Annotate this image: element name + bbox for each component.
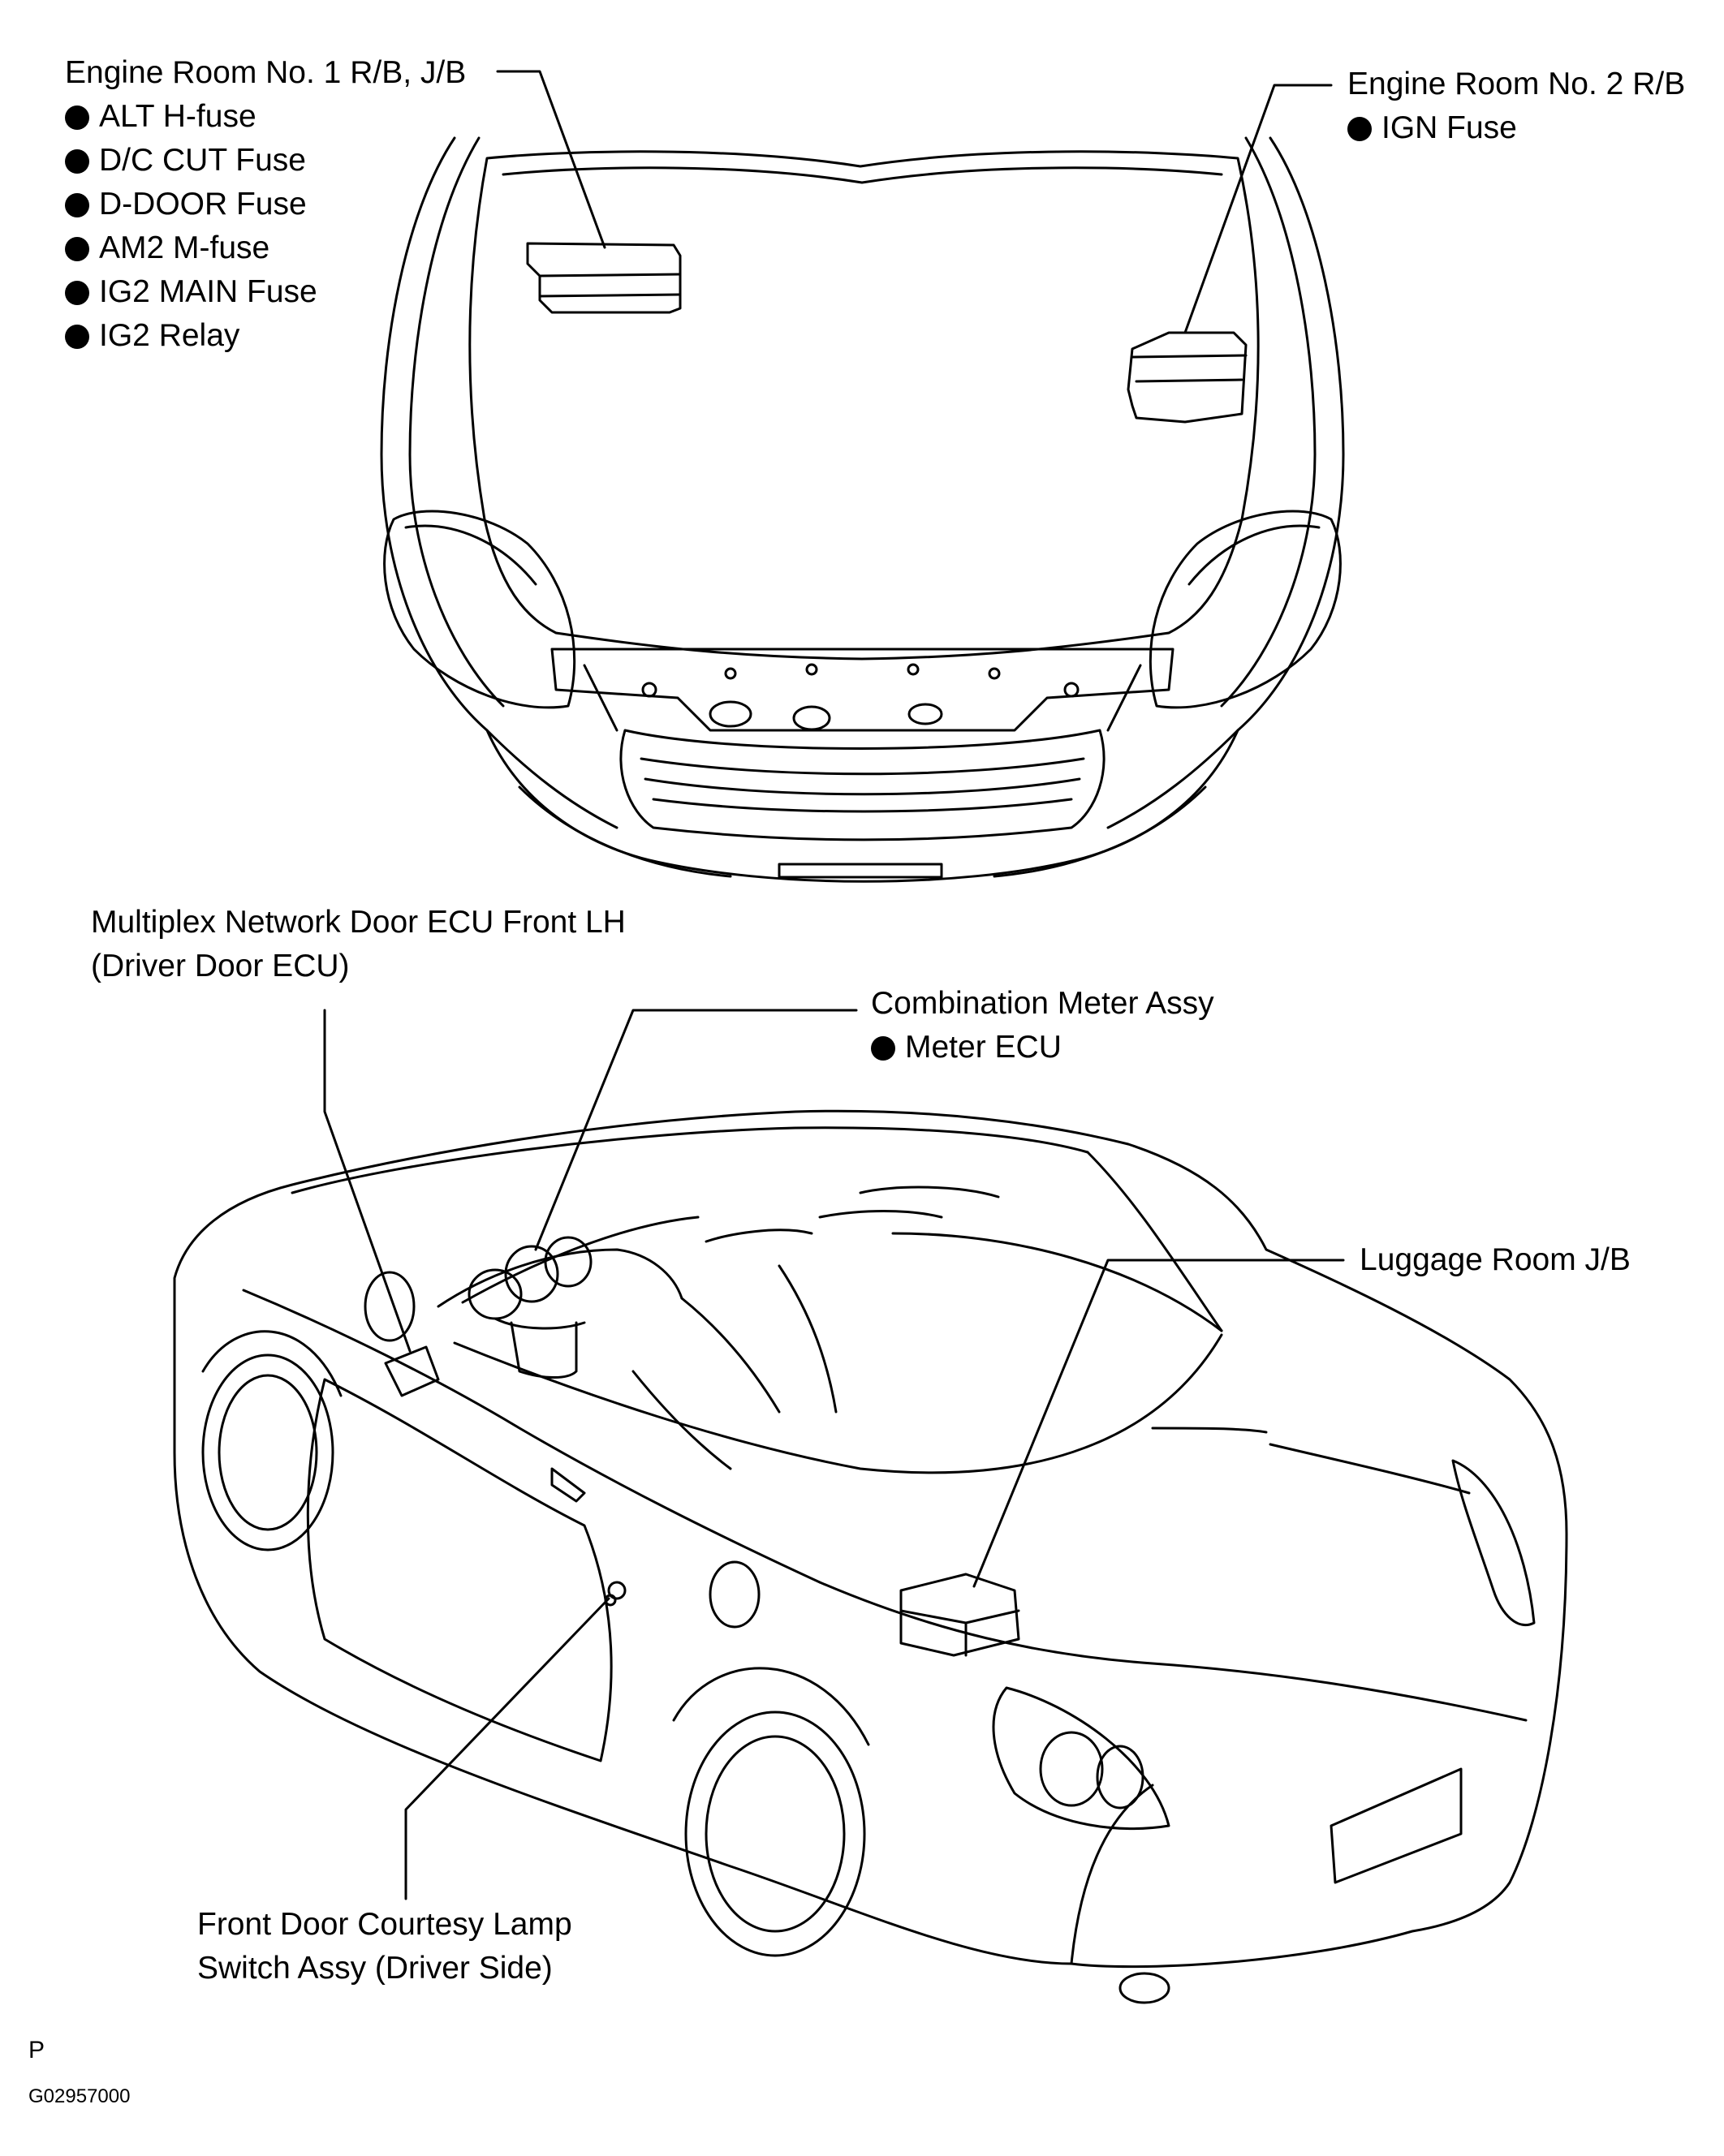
- bullet-icon: [65, 193, 89, 217]
- relay-block-1-shape: [526, 242, 682, 314]
- left-headlight: [383, 510, 576, 709]
- right-headlight: [1149, 510, 1342, 709]
- engine-room-1-item: AM2 M-fuse: [65, 226, 466, 270]
- engine-room-1-title: Engine Room No. 1 R/B, J/B: [65, 55, 467, 90]
- hood-outline: [468, 150, 1260, 661]
- meter-title: Combination Meter Assy: [871, 986, 1214, 1021]
- engine-room-2-callout: Engine Room No. 2 R/B IGN Fuse: [1347, 62, 1685, 150]
- page-mark: P: [28, 2037, 45, 2063]
- leader-lines: [323, 70, 1345, 1900]
- bullet-icon: [65, 237, 89, 261]
- engine-room-1-callout: Engine Room No. 1 R/B, J/B ALT H-fuse D/…: [65, 51, 466, 358]
- engine-room-1-item: ALT H-fuse: [65, 95, 466, 139]
- courtesy-line1: Front Door Courtesy Lamp: [197, 1907, 572, 1942]
- leader-door-ecu: [323, 1009, 412, 1353]
- engine-room-1-item: D-DOOR Fuse: [65, 183, 466, 226]
- bullet-icon: [871, 1036, 895, 1061]
- bullet-icon: [65, 105, 89, 130]
- engine-room-2-title: Engine Room No. 2 R/B: [1347, 67, 1686, 101]
- leader-courtesy: [404, 1597, 610, 1900]
- meter-item: Meter ECU: [871, 1026, 1214, 1069]
- meter-callout: Combination Meter Assy Meter ECU: [871, 982, 1214, 1069]
- door-ecu-callout: Multiplex Network Door ECU Front LH (Dri…: [91, 901, 626, 988]
- leader-luggage: [972, 1259, 1345, 1588]
- bullet-icon: [65, 281, 89, 305]
- luggage-jb-shape: [899, 1573, 1020, 1657]
- door-ecu-line2: (Driver Door ECU): [91, 949, 350, 983]
- door-ecu-line1: Multiplex Network Door ECU Front LH: [91, 905, 626, 940]
- meter-cluster-shape: [468, 1236, 593, 1379]
- courtesy-line2: Switch Assy (Driver Side): [197, 1951, 553, 1986]
- engine-room-1-item: IG2 MAIN Fuse: [65, 270, 466, 314]
- luggage-callout: Luggage Room J/B: [1360, 1238, 1631, 1282]
- car-view: [173, 1109, 1568, 2004]
- right-fender: [1106, 136, 1345, 829]
- engine-room-1-item: D/C CUT Fuse: [65, 139, 466, 183]
- bullet-icon: [65, 325, 89, 349]
- license-slot: [778, 863, 943, 879]
- leader-engine-room-1: [496, 70, 606, 249]
- side-mirror: [364, 1271, 416, 1342]
- bullet-icon: [65, 149, 89, 174]
- front-bumper: [485, 729, 1239, 883]
- engine-room-1-item: IG2 Relay: [65, 314, 466, 358]
- driver-door: [306, 1378, 613, 1762]
- fuel-door: [709, 1560, 761, 1629]
- engine-room-2-item: IGN Fuse: [1347, 106, 1685, 150]
- leader-meter: [534, 1009, 858, 1251]
- car-body: [173, 1109, 1568, 1969]
- rear-plate: [1330, 1767, 1463, 1884]
- bullet-icon: [1347, 117, 1372, 141]
- door-ecu-shape: [384, 1345, 440, 1397]
- rear-wheel: [672, 1667, 870, 1957]
- courtesy-callout: Front Door Courtesy Lamp Switch Assy (Dr…: [197, 1903, 572, 1990]
- leader-engine-room-2: [1183, 84, 1333, 334]
- exhaust: [1118, 1972, 1170, 2004]
- luggage-title: Luggage Room J/B: [1360, 1242, 1631, 1277]
- front-wheel: [201, 1330, 343, 1551]
- grille: [619, 729, 1106, 841]
- figure-code: G02957000: [28, 2085, 131, 2107]
- left-fender: [380, 136, 618, 829]
- rear-lamp: [992, 1686, 1170, 1831]
- relay-block-2-shape: [1127, 331, 1248, 424]
- engine-compartment-view: [380, 136, 1345, 883]
- courtesy-switch-shape: [604, 1581, 627, 1607]
